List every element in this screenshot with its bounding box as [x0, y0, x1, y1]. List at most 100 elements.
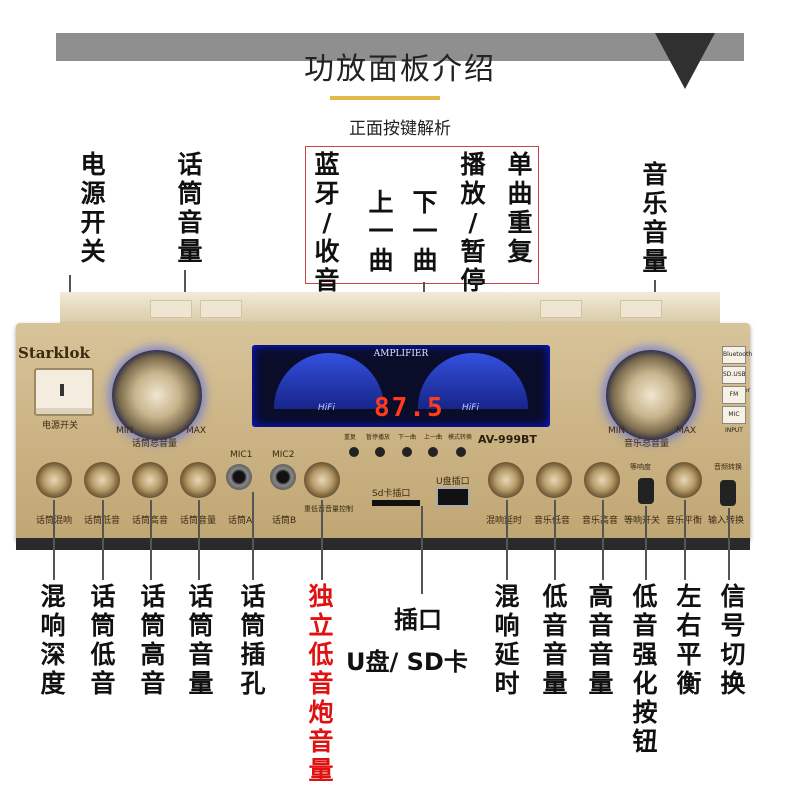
leader [252, 492, 254, 580]
mic-master-volume-knob[interactable] [112, 350, 202, 440]
sd-caption: Sd卡插口 [372, 489, 411, 499]
label-bluetooth: 蓝牙/收音 [314, 150, 340, 295]
knob-caption: 混响延时 [486, 516, 523, 526]
label-mic-volume: 话筒音量 [177, 150, 203, 266]
frequency-readout: 87.5 [374, 393, 445, 423]
btn-label-pause: 暂停播放 [366, 434, 391, 441]
label-prev-track: 上一曲 [368, 188, 394, 275]
knob-min-label: MIN [116, 426, 134, 436]
leader [602, 500, 604, 580]
power-caption: 电源开关 [42, 421, 79, 431]
knob-caption: 音乐高音 [582, 516, 619, 526]
knob-max-label-right: MAX [676, 426, 697, 436]
echo-depth-knob[interactable] [36, 462, 72, 498]
knob-caption: 等响开关 [624, 516, 661, 526]
mic-volume-knob[interactable] [180, 462, 216, 498]
btn-label-mode: 模式转换 [448, 434, 473, 441]
treble-volume-knob[interactable] [584, 462, 620, 498]
hifi-label-right: HiFi [462, 403, 479, 413]
mic-b-caption: 话筒B [272, 516, 297, 526]
mic-treble-knob[interactable] [132, 462, 168, 498]
subwoofer-caption: 重低音音量控制 [304, 505, 353, 513]
balance-knob[interactable] [666, 462, 702, 498]
power-switch[interactable] [34, 368, 94, 416]
panel-base [16, 538, 750, 550]
usb-port[interactable] [436, 487, 470, 507]
echo-delay-knob[interactable] [488, 462, 524, 498]
bass-boost-button[interactable] [638, 478, 654, 504]
btn-label-next: 下一曲 [398, 434, 417, 441]
subwoofer-volume-knob[interactable] [304, 462, 340, 498]
mic2-jack[interactable] [270, 464, 296, 490]
bluetooth-badge: Bluetooth [722, 346, 752, 364]
knob-min-label-right: MIN [608, 426, 626, 436]
usb-caption: U盘插口 [436, 477, 470, 487]
btn-label-prev: 上一曲 [424, 434, 443, 441]
label-mic-treble: 话筒高音 [140, 582, 166, 698]
label-single-repeat: 单曲重复 [507, 150, 533, 266]
play-pause-button[interactable] [375, 447, 385, 457]
leader [684, 500, 686, 580]
page-title: 功放面板介绍 [304, 52, 496, 87]
label-play-pause: 播放/暂停 [460, 150, 486, 295]
bass-volume-knob[interactable] [536, 462, 572, 498]
leader [198, 500, 200, 580]
model-number: AV-999BT [478, 433, 537, 446]
label-music-volume: 音乐音量 [642, 160, 668, 276]
input-switch-button[interactable] [720, 480, 736, 506]
label-input-switch: 信号切换 [720, 582, 746, 698]
mic1-label: MIC1 [230, 450, 253, 460]
leader [728, 508, 730, 580]
vu-display: AMPLIFIER HiFi HiFi 87.5 [252, 345, 550, 427]
mic-master-caption: 话筒总音量 [132, 439, 178, 449]
leader [554, 500, 556, 580]
leader [421, 506, 423, 594]
leader [321, 500, 323, 580]
label-echo-delay: 混响延时 [494, 582, 520, 698]
sd-card-slot[interactable] [372, 500, 420, 506]
display-title: AMPLIFIER [373, 349, 429, 359]
mic2-label: MIC2 [272, 450, 295, 460]
label-slot-types: U盘/ SD卡 [346, 648, 468, 676]
vent [620, 300, 662, 318]
next-button[interactable] [402, 447, 412, 457]
brand-logo: Starklok [18, 344, 90, 362]
header-bar [56, 33, 744, 61]
leader [645, 506, 647, 580]
leader [53, 500, 55, 580]
knob-caption: 音乐低音 [534, 516, 571, 526]
repeat-button[interactable] [349, 447, 359, 457]
label-balance: 左右平衡 [676, 582, 702, 698]
hifi-label-left: HiFi [318, 403, 335, 413]
vent [200, 300, 242, 318]
panel-top [60, 292, 720, 326]
btn-label-repeat: 重复 [344, 434, 357, 441]
knob-caption: 输入转换 [708, 516, 745, 526]
label-subwoofer-volume: 独立低音炮音量 [308, 582, 334, 785]
mic1-jack[interactable] [226, 464, 252, 490]
mic-a-caption: 话筒A [228, 516, 253, 526]
leader [102, 500, 104, 580]
label-slot: 插口 [394, 606, 442, 634]
knob-max-label: MAX [186, 426, 207, 436]
function-buttons-box [305, 146, 539, 284]
label-treble-volume: 高音音量 [588, 582, 614, 698]
music-master-caption: 音乐总音量 [624, 439, 670, 449]
mode-button[interactable] [456, 447, 466, 457]
page-subtitle: 正面按键解析 [349, 119, 451, 139]
mic-input-badge: MIC INPUT [722, 406, 746, 434]
fm-badge: FM [722, 386, 746, 404]
music-master-volume-knob[interactable] [606, 350, 696, 440]
title-underline [330, 96, 440, 100]
mic-bass-knob[interactable] [84, 462, 120, 498]
prev-button[interactable] [428, 447, 438, 457]
label-bass-boost: 低音强化按钮 [632, 582, 658, 756]
label-bass-volume: 低音音量 [542, 582, 568, 698]
left-vu-meter [274, 353, 384, 409]
label-mic-bass: 话筒低音 [90, 582, 116, 698]
sdusb-badge: SD.USB Amplifier [722, 366, 750, 394]
vent [540, 300, 582, 318]
label-power-switch: 电源开关 [80, 150, 106, 266]
leader [150, 500, 152, 580]
label-mic-jack: 话筒插孔 [240, 582, 266, 698]
